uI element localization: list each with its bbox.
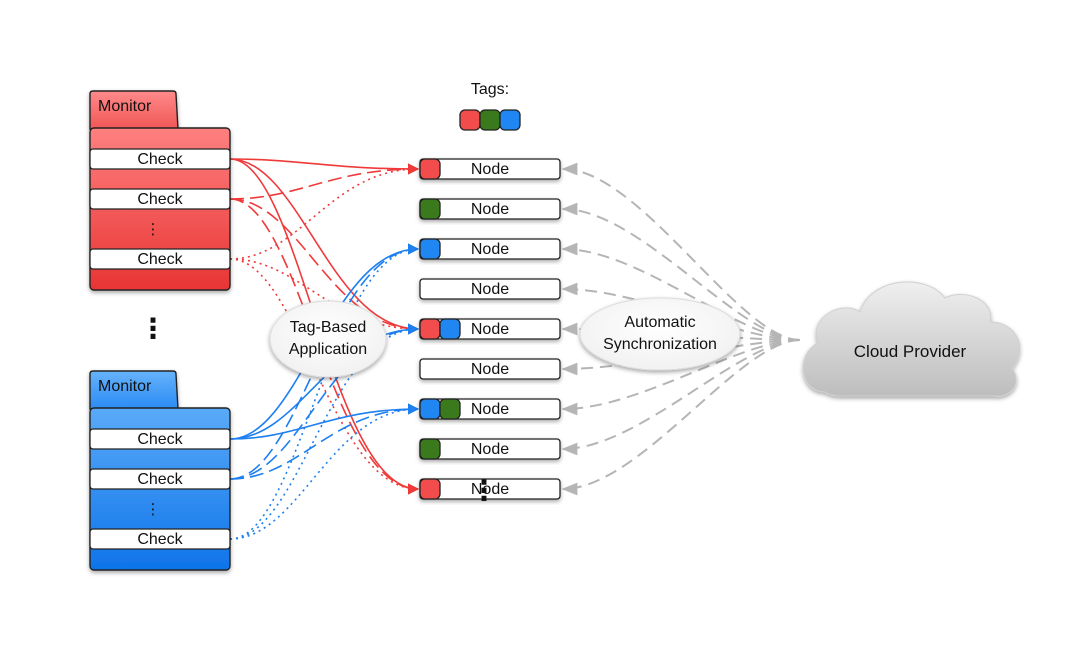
monitor-red-ellipsis: ⋮ bbox=[146, 221, 161, 238]
monitor-red-title: Monitor bbox=[98, 98, 152, 115]
node-2: Node bbox=[419, 198, 561, 220]
tag-swatch-blue bbox=[499, 109, 521, 131]
node-tag-blue bbox=[419, 238, 441, 260]
monitor-blue-check-3: Check bbox=[89, 528, 231, 550]
check-node-link bbox=[229, 198, 420, 335]
monitor-blue-check-2: Check bbox=[89, 468, 231, 490]
check-node-link bbox=[229, 403, 420, 440]
monitor-red-check-3: Check bbox=[89, 248, 231, 270]
svg-text:Tag-Based: Tag-Based bbox=[290, 319, 367, 336]
tags-swatches bbox=[459, 109, 521, 131]
check-node-link bbox=[229, 243, 420, 540]
node-8: Node bbox=[419, 438, 561, 460]
svg-text:Check: Check bbox=[137, 531, 183, 548]
check-node-link bbox=[229, 323, 420, 480]
tag-based-application: Tag-Based Application bbox=[269, 300, 387, 378]
tags-title: Tags: bbox=[471, 81, 509, 98]
svg-text:Check: Check bbox=[137, 151, 183, 168]
sync-link bbox=[561, 322, 801, 341]
node-6: Node bbox=[419, 358, 561, 380]
node-9: Node bbox=[419, 478, 561, 500]
tag-swatch-green bbox=[479, 109, 501, 131]
check-node-link bbox=[229, 258, 420, 335]
svg-text:Automatic: Automatic bbox=[624, 314, 695, 331]
node-3: Node bbox=[419, 238, 561, 260]
svg-text:Check: Check bbox=[137, 471, 183, 488]
svg-text:Check: Check bbox=[137, 251, 183, 268]
node-tag-blue bbox=[439, 318, 461, 340]
node-label: Node bbox=[471, 241, 509, 258]
node-tag-green bbox=[419, 438, 441, 460]
node-label: Node bbox=[471, 321, 509, 338]
node-tag-blue bbox=[419, 398, 441, 420]
sync-link bbox=[561, 242, 801, 341]
node-1: Node bbox=[419, 158, 561, 180]
sync-link bbox=[561, 202, 801, 341]
node-label: Node bbox=[471, 441, 509, 458]
svg-text:Synchronization: Synchronization bbox=[603, 336, 717, 353]
node-label: Node bbox=[471, 361, 509, 378]
automatic-synchronization: Automatic Synchronization bbox=[579, 297, 741, 371]
node-tag-red bbox=[419, 478, 441, 500]
node-tag-red bbox=[419, 318, 441, 340]
check-node-link bbox=[229, 198, 420, 495]
monitors-ellipsis: ⋮ bbox=[139, 313, 167, 344]
tags-legend: Tags: bbox=[459, 81, 521, 131]
node-tag-green bbox=[419, 198, 441, 220]
tag-swatch-red bbox=[459, 109, 481, 131]
node-label: Node bbox=[471, 481, 509, 498]
node-4: Node bbox=[419, 278, 561, 300]
node-label: Node bbox=[471, 161, 509, 178]
monitor-red-check-1: Check bbox=[89, 148, 231, 170]
cloud-provider: Cloud Provider bbox=[802, 281, 1021, 397]
node-7: Node bbox=[419, 398, 561, 420]
sync-link bbox=[561, 339, 801, 376]
svg-text:Application: Application bbox=[289, 341, 367, 358]
sync-link bbox=[561, 339, 801, 456]
sync-link bbox=[561, 339, 801, 496]
node-tag-red bbox=[419, 158, 441, 180]
sync-link bbox=[561, 162, 801, 341]
check-node-link bbox=[229, 163, 420, 200]
node-box bbox=[419, 278, 561, 300]
node-box bbox=[419, 358, 561, 380]
check-node-link bbox=[229, 403, 420, 480]
monitor-blue-ellipsis: ⋮ bbox=[146, 501, 161, 518]
monitor-blue-check-1: Check bbox=[89, 428, 231, 450]
monitor-blue-title: Monitor bbox=[98, 378, 152, 395]
check-node-link bbox=[229, 403, 420, 540]
node-label: Node bbox=[471, 281, 509, 298]
cloud-shape bbox=[802, 281, 1021, 397]
check-node-link bbox=[229, 163, 420, 260]
node-tag-green bbox=[439, 398, 461, 420]
svg-text:Check: Check bbox=[137, 431, 183, 448]
node-label: Node bbox=[471, 201, 509, 218]
nodes-ellipsis: ⋮ bbox=[470, 475, 498, 506]
node-5: Node bbox=[419, 318, 561, 340]
svg-text:Check: Check bbox=[137, 191, 183, 208]
monitor-red-check-2: Check bbox=[89, 188, 231, 210]
check-node-link bbox=[229, 158, 420, 175]
cloud-provider-label: Cloud Provider bbox=[854, 342, 967, 361]
node-label: Node bbox=[471, 401, 509, 418]
check-node-link bbox=[229, 323, 420, 440]
sync-link bbox=[561, 339, 801, 416]
check-node-link bbox=[229, 158, 420, 335]
